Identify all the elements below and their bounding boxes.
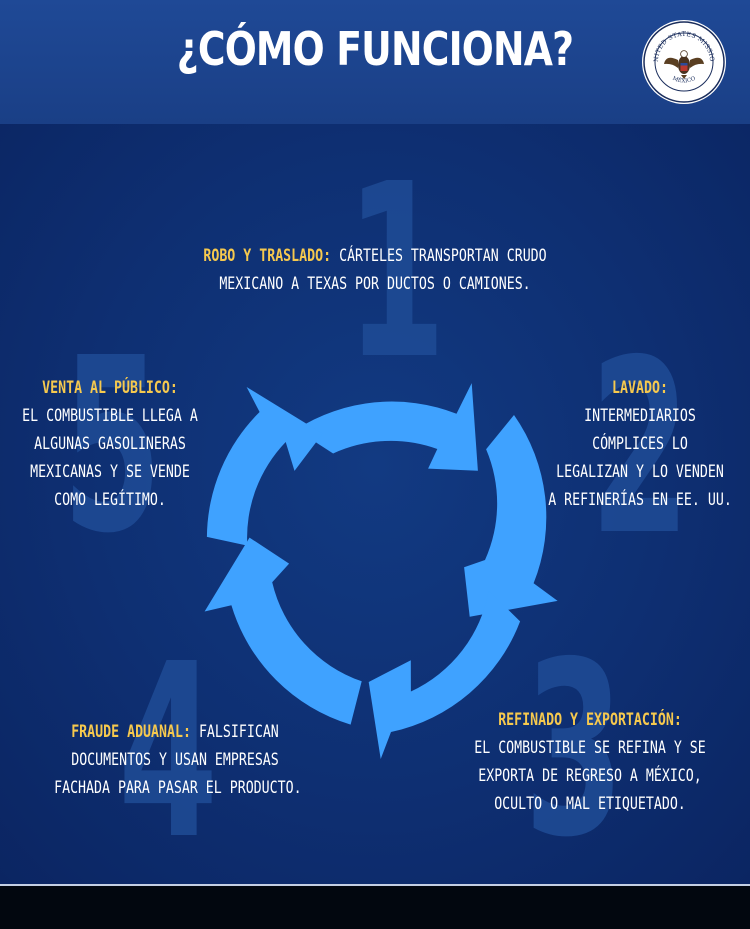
step-5-line-1: EL COMBUSTIBLE LLEGA A <box>22 406 198 426</box>
step-number-4: 4 <box>118 612 219 892</box>
step-number-2: 2 <box>590 308 691 588</box>
step-5-title: VENTA AL PÚBLICO: <box>42 378 178 398</box>
step-number-1: 1 <box>346 132 447 412</box>
step-1-title: ROBO Y TRASLADO: <box>203 246 332 266</box>
step-1-line-1: CÁRTELES TRANSPORTAN CRUDO <box>339 246 547 266</box>
step-1-text: ROBO Y TRASLADO: CÁRTELES TRANSPORTAN CR… <box>150 242 600 298</box>
step-4-line-3: FACHADA PARA PASAR EL PRODUCTO. <box>54 778 302 798</box>
step-5-line-2: ALGUNAS GASOLINERAS <box>34 434 186 454</box>
step-3-line-2: EXPORTA DE REGRESO A MÉXICO, <box>478 766 702 786</box>
cycle-arrows <box>204 383 558 759</box>
step-5-line-4: COMO LEGÍTIMO. <box>54 490 166 510</box>
cycle-arrow-3 <box>368 590 521 759</box>
step-number-5: 5 <box>62 306 163 586</box>
cycle-arrow-1 <box>296 383 478 471</box>
step-2-text: LAVADO: INTERMEDIARIOS CÓMPLICES LO LEGA… <box>520 374 750 514</box>
page-title: ¿CÓMO FUNCIONA? <box>176 22 574 76</box>
step-5-text: VENTA AL PÚBLICO: EL COMBUSTIBLE LLEGA A… <box>0 374 230 514</box>
seal-text-bottom: MÉXICO <box>671 76 697 85</box>
step-3-line-1: EL COMBUSTIBLE SE REFINA Y SE <box>474 738 706 758</box>
step-3-text: REFINADO Y EXPORTACIÓN: EL COMBUSTIBLE S… <box>430 706 750 818</box>
step-1-line-2: MEXICANO A TEXAS POR DUCTOS O CAMIONES. <box>219 274 531 294</box>
step-4-title: FRAUDE ADUANAL: <box>71 722 191 742</box>
cycle-arrow-2 <box>464 415 558 617</box>
svg-text:MÉXICO: MÉXICO <box>671 76 697 85</box>
step-3-title: REFINADO Y EXPORTACIÓN: <box>498 710 682 730</box>
step-5-line-3: MEXICANAS Y SE VENDE <box>30 462 190 482</box>
step-4-line-2: DOCUMENTOS Y USAN EMPRESAS <box>71 750 279 770</box>
step-2-line-1: INTERMEDIARIOS <box>584 406 696 426</box>
footer-divider <box>0 884 750 886</box>
diagram-panel <box>0 124 750 884</box>
step-number-3: 3 <box>524 610 625 890</box>
cycle-arrow-4 <box>204 537 362 725</box>
step-2-title: LAVADO: <box>612 378 668 398</box>
cycle-arrow-5 <box>206 387 323 546</box>
step-2-line-4: A REFINERÍAS EN EE. UU. <box>548 490 732 510</box>
step-2-line-2: CÓMPLICES LO <box>592 434 688 454</box>
step-4-text: FRAUDE ADUANAL: FALSIFICAN DOCUMENTOS Y … <box>20 718 330 802</box>
step-2-line-3: LEGALIZAN Y LO VENDEN <box>556 462 724 482</box>
step-3-line-3: OCULTO O MAL ETIQUETADO. <box>494 794 686 814</box>
step-4-line-1: FALSIFICAN <box>198 722 279 742</box>
header-bar: ¿CÓMO FUNCIONA? UNITED STATES MISSION MÉ… <box>0 0 750 124</box>
footer-bar <box>0 886 750 929</box>
